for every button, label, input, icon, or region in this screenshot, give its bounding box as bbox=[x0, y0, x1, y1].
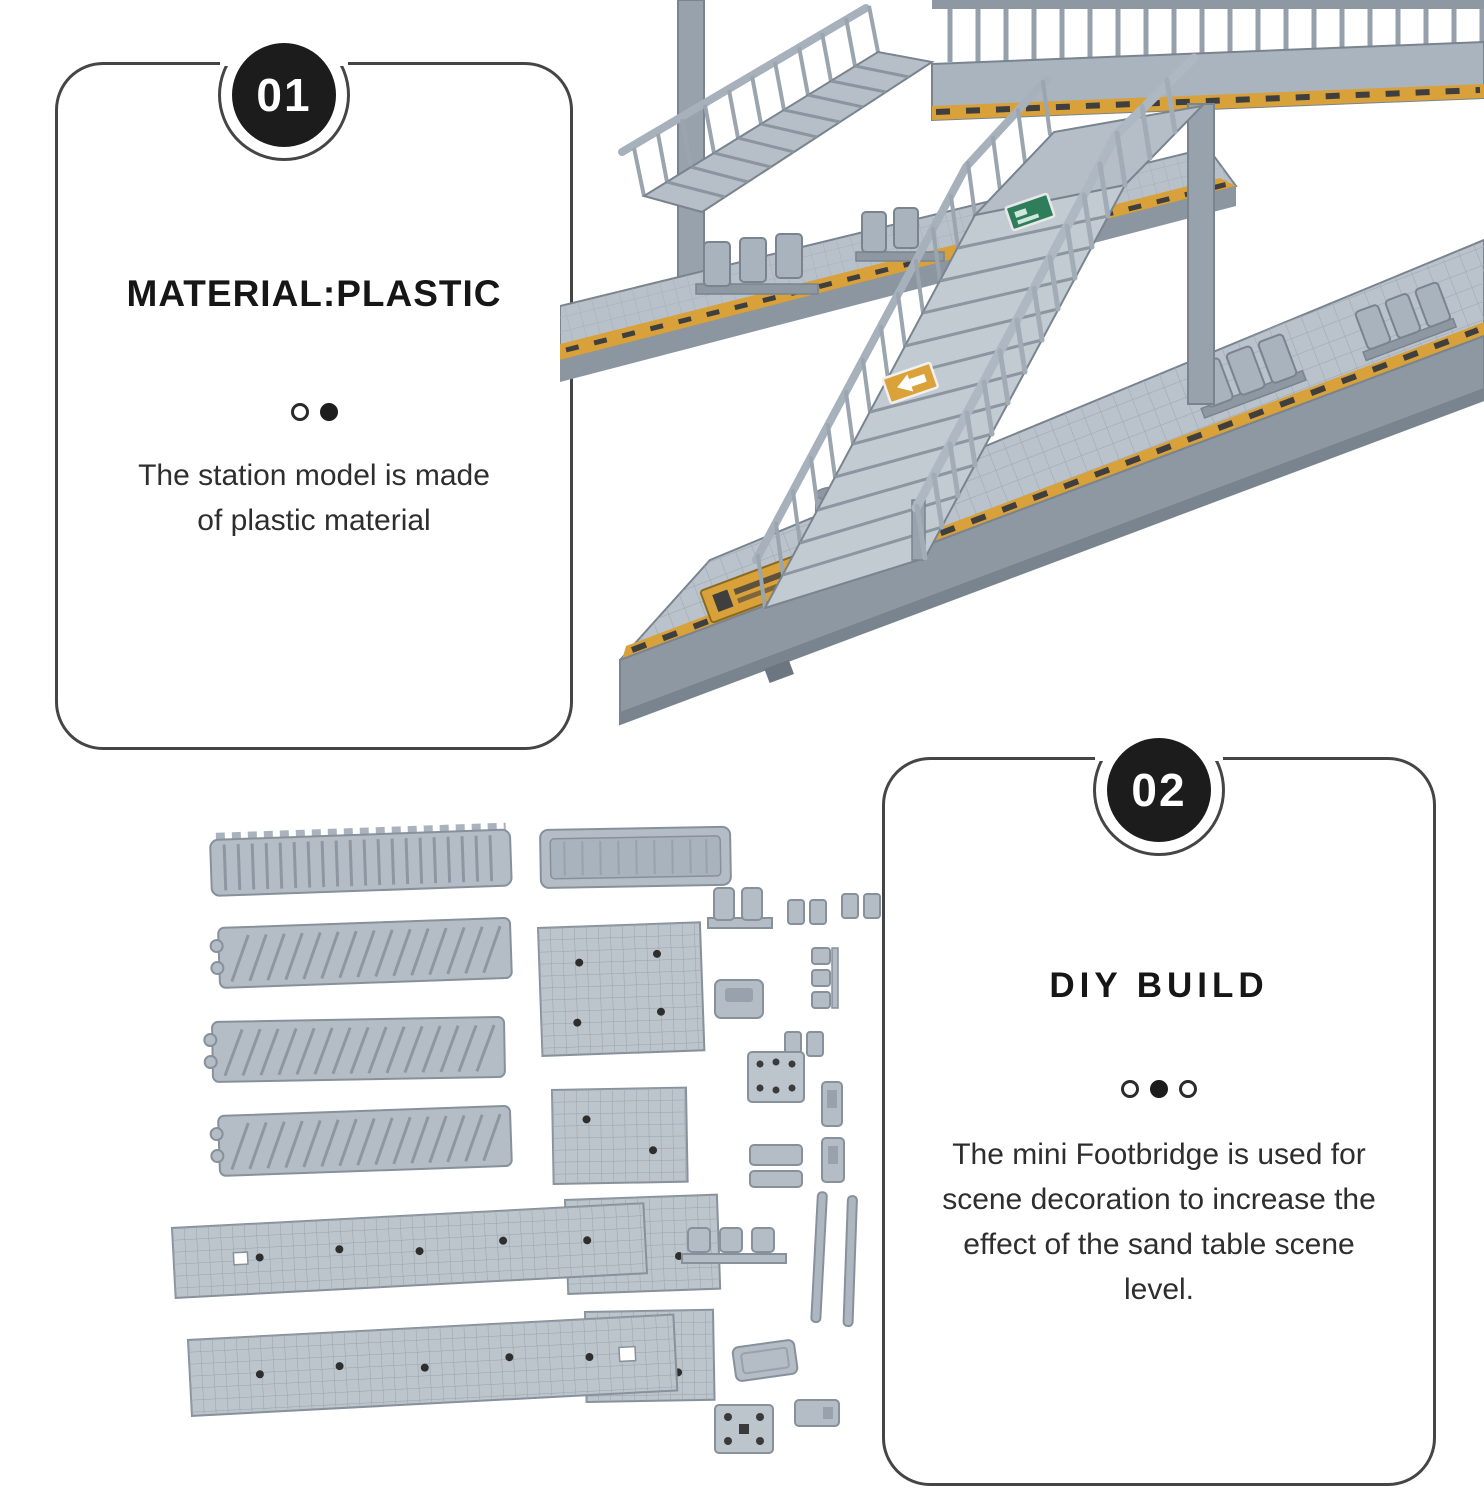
badge-number: 01 bbox=[232, 43, 336, 147]
stair-sign-green bbox=[1004, 192, 1056, 232]
carousel-dot-open bbox=[1179, 1080, 1197, 1098]
diy-card: 02 DIY BUILD The mini Footbridge is used… bbox=[882, 738, 1436, 1486]
upper-staircase bbox=[618, 4, 935, 214]
carousel-dot-open bbox=[290, 403, 309, 421]
step-badge-01: 01 bbox=[216, 27, 352, 163]
footbridge-deck bbox=[931, 0, 1484, 122]
part-corrugated-strip bbox=[209, 822, 513, 897]
carousel-dot-filled bbox=[1150, 1080, 1168, 1098]
station-model-photo bbox=[560, 0, 1484, 760]
part-bench-row bbox=[681, 1227, 787, 1264]
part-platform-long bbox=[186, 1313, 679, 1417]
part-seat-pair bbox=[784, 1031, 824, 1057]
material-card: 01 MATERIAL:PLASTIC The station model is… bbox=[55, 43, 573, 750]
part-pole bbox=[810, 1191, 828, 1324]
part-staircase bbox=[209, 1105, 513, 1177]
support-column-right bbox=[1187, 103, 1215, 405]
part-clip bbox=[821, 1137, 845, 1183]
badge-number-text: 02 bbox=[1131, 764, 1187, 816]
carousel-dots bbox=[885, 1080, 1433, 1098]
part-tray bbox=[539, 825, 732, 889]
carousel-dot-open bbox=[1121, 1080, 1139, 1098]
part-pole bbox=[842, 1195, 858, 1328]
part-connector bbox=[794, 1399, 840, 1427]
bench bbox=[855, 207, 945, 262]
part-staircase bbox=[209, 917, 513, 989]
diy-description: The mini Footbridge is used for scene de… bbox=[942, 1138, 1376, 1306]
badge-number-text: 01 bbox=[256, 69, 312, 121]
part-platform-plate bbox=[550, 1086, 689, 1186]
part-clip bbox=[821, 1081, 843, 1127]
part-bracket bbox=[714, 979, 764, 1019]
part-bench bbox=[707, 887, 773, 929]
carousel-dots bbox=[58, 403, 570, 421]
step-badge-02: 02 bbox=[1091, 722, 1227, 858]
stair-sign-yellow-arrow bbox=[881, 361, 939, 405]
stair-railing-right bbox=[911, 53, 1199, 561]
stair-railing-left bbox=[752, 76, 1052, 610]
material-title: MATERIAL:PLASTIC bbox=[126, 273, 502, 314]
part-staircase bbox=[203, 1016, 506, 1083]
kit-parts-photo bbox=[60, 800, 900, 1490]
part-seat-pair bbox=[787, 899, 827, 925]
badge-number: 02 bbox=[1107, 738, 1211, 842]
part-platform-long bbox=[170, 1202, 649, 1299]
part-seat-pair bbox=[841, 893, 881, 919]
part-base-plate bbox=[714, 1404, 774, 1454]
upper-platform bbox=[560, 146, 1238, 382]
bench bbox=[1354, 281, 1458, 362]
bench bbox=[695, 233, 819, 295]
material-description: The station model is made of plastic mat… bbox=[138, 459, 490, 537]
diy-title: DIY BUILD bbox=[1049, 966, 1269, 1005]
part-platform-plate bbox=[536, 921, 706, 1057]
part-tray-small bbox=[731, 1339, 799, 1382]
part-seat-strip bbox=[811, 947, 839, 1009]
part-base-plate bbox=[747, 1051, 805, 1103]
carousel-dot-filled bbox=[319, 403, 338, 421]
part-bench-back bbox=[749, 1144, 803, 1188]
